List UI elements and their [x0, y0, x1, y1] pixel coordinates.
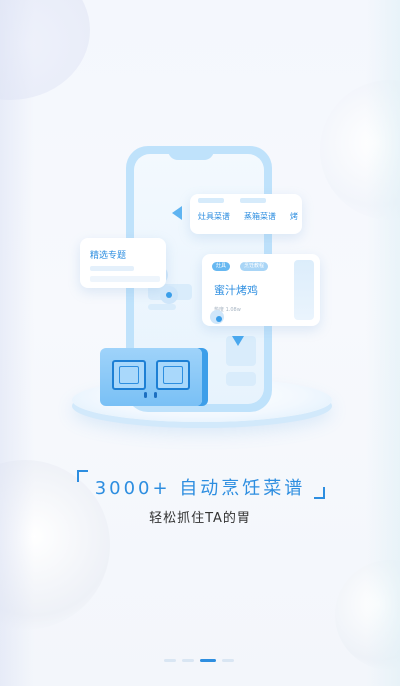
featured-placeholder — [90, 276, 160, 282]
open-bracket-icon — [77, 470, 88, 482]
hero-illustration: 灶具菜谱 蒸箱菜谱 烤 精选专题 灶具 烹饪教程 蜜汁烤鸡 热度 1.08w — [60, 140, 340, 440]
tab-stove-recipes: 灶具菜谱 — [198, 212, 230, 221]
tab-decoration — [198, 198, 224, 203]
tab-steamer-recipes: 蒸箱菜谱 — [244, 212, 276, 221]
tab-decoration — [240, 198, 266, 203]
tab-oven-recipes: 烤 — [290, 212, 298, 221]
recipe-tag: 烹饪教程 — [240, 262, 269, 271]
bg-edge — [0, 0, 34, 686]
location-pin-icon — [210, 310, 224, 324]
pager-dot[interactable] — [182, 659, 194, 662]
headline: 3000+ 自动烹饪菜谱 — [94, 478, 306, 499]
pager-dot[interactable] — [222, 659, 234, 662]
category-tabs-card: 灶具菜谱 蒸箱菜谱 烤 — [190, 194, 302, 234]
location-pin-icon — [160, 286, 178, 304]
oven-light-icon — [154, 392, 157, 398]
featured-topic-title: 精选专题 — [90, 251, 127, 261]
phone-notch — [168, 146, 214, 160]
featured-topic-card: 精选专题 — [80, 238, 166, 288]
oven-light-icon — [144, 392, 147, 398]
oven-window — [112, 360, 146, 390]
screen-block — [148, 304, 176, 310]
headline-block: 3000+ 自动烹饪菜谱 — [0, 468, 400, 502]
oven-window — [156, 360, 190, 390]
down-pointer-icon — [232, 336, 244, 346]
pager-dot[interactable] — [164, 659, 176, 662]
recipe-image — [294, 260, 314, 320]
smart-oven-illustration — [100, 348, 202, 406]
recipe-tag: 灶具 — [212, 262, 231, 271]
pager-dot-active[interactable] — [200, 659, 216, 662]
bg-edge — [366, 0, 400, 686]
featured-placeholder — [90, 266, 134, 271]
left-arrow-icon — [172, 206, 182, 220]
recipe-popularity: 热度 1.08w — [214, 307, 241, 313]
screen-block — [226, 372, 256, 386]
recipe-name: 蜜汁烤鸡 — [214, 284, 258, 297]
subheadline: 轻松抓住TA的胃 — [149, 511, 251, 526]
close-bracket-icon — [314, 487, 325, 499]
